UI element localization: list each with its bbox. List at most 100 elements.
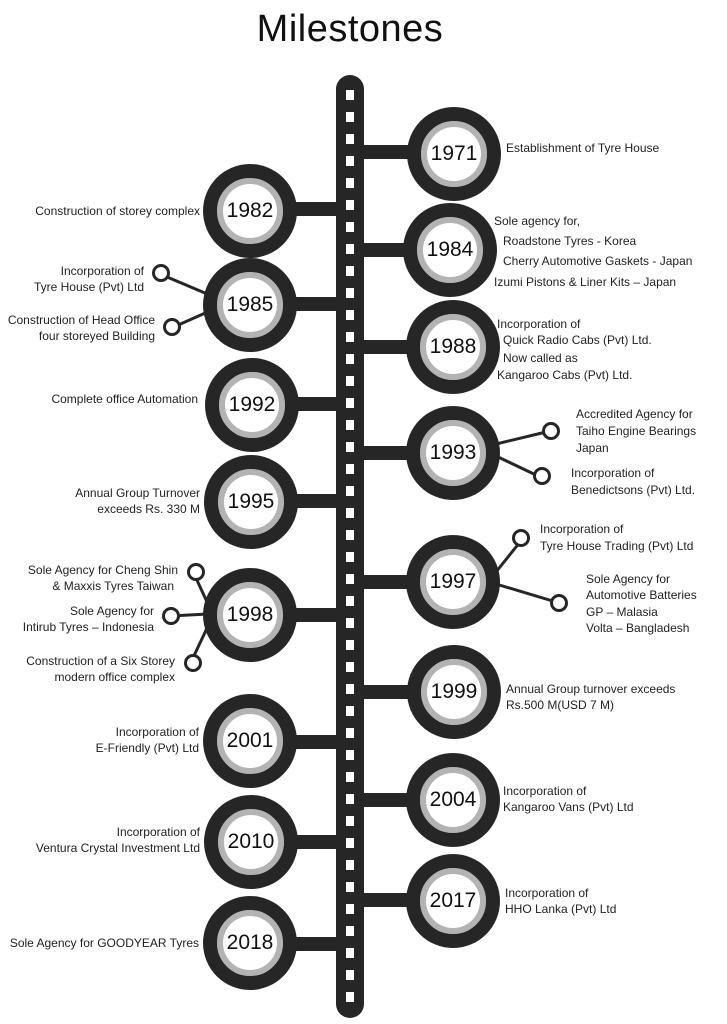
- milestone-text: Tyre House Trading (Pvt) Ltd: [540, 539, 694, 553]
- year-label: 2018: [226, 931, 274, 954]
- year-label: 2010: [227, 830, 275, 853]
- year-label: 1985: [226, 293, 274, 316]
- milestone-text: GP – Malasia: [586, 605, 658, 619]
- milestone-text: Incorporation of: [540, 522, 624, 536]
- arm-1998: [290, 608, 340, 622]
- milestone-text: Construction of storey complex: [35, 204, 200, 218]
- milestone-text: Incorporation of: [497, 317, 581, 331]
- milestone-text: modern office complex: [54, 670, 175, 684]
- milestone-text: HHO Lanka (Pvt) Ltd: [505, 902, 617, 916]
- milestone-text: Volta – Bangladesh: [586, 621, 690, 635]
- milestone-text: Sole agency for,: [494, 214, 581, 228]
- milestone-text: Japan: [576, 441, 609, 455]
- arm-1984: [360, 243, 420, 257]
- milestone-text: Quick Radio Cabs (Pvt) Ltd.: [503, 333, 652, 347]
- branch-bubble: [162, 607, 180, 625]
- milestone-text: Accredited Agency for: [576, 407, 693, 421]
- year-label: 1999: [430, 680, 478, 703]
- arm-1971: [360, 145, 420, 159]
- arm-2010: [290, 835, 340, 849]
- branch-bubble: [533, 467, 551, 485]
- arm-2001: [290, 735, 340, 749]
- year-label: 1995: [227, 490, 275, 513]
- tyre-1984: [406, 206, 494, 294]
- branch-bubble: [184, 654, 202, 672]
- year-label: 1998: [226, 603, 274, 626]
- year-label: 1988: [429, 335, 477, 358]
- milestone-text: Ventura Crystal Investment Ltd: [35, 841, 200, 855]
- tyre-1999: [410, 648, 498, 736]
- branch-bubble: [163, 318, 181, 336]
- milestone-text: E-Friendly (Pvt) Ltd: [95, 741, 199, 755]
- milestone-text: Incorporation of: [115, 725, 199, 739]
- tyre-1993: [409, 409, 497, 497]
- tyre-1992: [208, 361, 296, 449]
- year-label: 1993: [429, 441, 477, 464]
- milestone-text: Incorporation of: [571, 466, 655, 480]
- milestone-text: Sole Agency for Cheng Shin: [27, 563, 178, 577]
- milestone-text: Kangaroo Vans (Pvt) Ltd: [503, 800, 634, 814]
- tyre-1988: [409, 303, 497, 391]
- milestone-text: Now called as: [503, 351, 578, 365]
- branch-bubble: [550, 594, 568, 612]
- page-title: Milestones: [256, 8, 444, 50]
- tyre-1995: [207, 458, 295, 546]
- year-label: 1971: [430, 142, 478, 165]
- branch-bubble: [187, 563, 205, 581]
- milestone-text: Tyre House (Pvt) Ltd: [33, 280, 144, 294]
- milestone-text: Automotive Batteries: [586, 588, 697, 602]
- milestone-text: Cherry Automotive Gaskets - Japan: [503, 254, 693, 268]
- arm-1993: [360, 446, 420, 460]
- arm-1995: [290, 494, 340, 508]
- branch-bubble: [152, 264, 170, 282]
- year-label: 1997: [429, 570, 477, 593]
- tyre-1971: [410, 110, 498, 198]
- milestone-text: Intirub Tyres – Indonesia: [22, 620, 154, 634]
- milestone-text: Incorporation of: [60, 264, 144, 278]
- year-label: 1992: [228, 393, 276, 416]
- arm-1999: [360, 685, 420, 699]
- tyre-2018: [206, 899, 294, 987]
- tyre-2001: [206, 697, 294, 785]
- milestone-text: Sole Agency for: [586, 572, 671, 586]
- milestone-text: Establishment of Tyre House: [506, 141, 660, 155]
- milestone-text: Incorporation of: [505, 886, 589, 900]
- milestone-text: exceeds Rs. 330 M: [97, 502, 200, 516]
- tyre-2017: [409, 857, 497, 945]
- tyre-2010: [207, 798, 295, 886]
- tyre-1985: [206, 261, 294, 349]
- milestone-text: Benedictsons (Pvt) Ltd.: [571, 483, 696, 497]
- tyre-1997: [409, 538, 497, 626]
- milestone-text: Rs.500 M(USD 7 M): [506, 698, 615, 712]
- road-centerline: [346, 90, 354, 1002]
- milestone-text: Annual Group Turnover: [75, 486, 200, 500]
- arm-2004: [360, 793, 420, 807]
- milestone-text: Complete office Automation: [51, 392, 198, 406]
- tyre-2004: [409, 756, 497, 844]
- branch-bubble: [542, 422, 560, 440]
- milestone-text: Incorporation of: [503, 784, 587, 798]
- tyre-1998: [206, 571, 294, 659]
- arm-1985: [290, 297, 340, 311]
- arm-2017: [360, 893, 420, 907]
- milestone-text: Kangaroo Cabs (Pvt) Ltd.: [497, 368, 633, 382]
- year-label: 2001: [226, 729, 274, 752]
- year-label: 2017: [429, 889, 477, 912]
- arm-2018: [290, 937, 340, 951]
- arm-1988: [360, 340, 420, 354]
- milestone-text: Roadstone Tyres - Korea: [503, 234, 637, 248]
- milestone-text: Incorporation of: [116, 825, 200, 839]
- milestone-text: Construction of Head Office: [7, 313, 155, 327]
- year-label: 1984: [426, 238, 474, 261]
- arm-1997: [360, 575, 420, 589]
- milestone-text: Taiho Engine Bearings: [576, 424, 697, 438]
- milestone-text: & Maxxis Tyres Taiwan: [52, 579, 174, 593]
- branch-bubble: [512, 529, 530, 547]
- milestone-text: Construction of a Six Storey: [26, 654, 175, 668]
- year-label: 2004: [429, 788, 477, 811]
- milestone-text: Sole Agency for GOODYEAR Tyres: [9, 936, 199, 950]
- milestone-text: four storeyed Building: [38, 329, 155, 343]
- milestone-text: Sole Agency for: [69, 604, 154, 618]
- year-label: 1982: [226, 199, 274, 222]
